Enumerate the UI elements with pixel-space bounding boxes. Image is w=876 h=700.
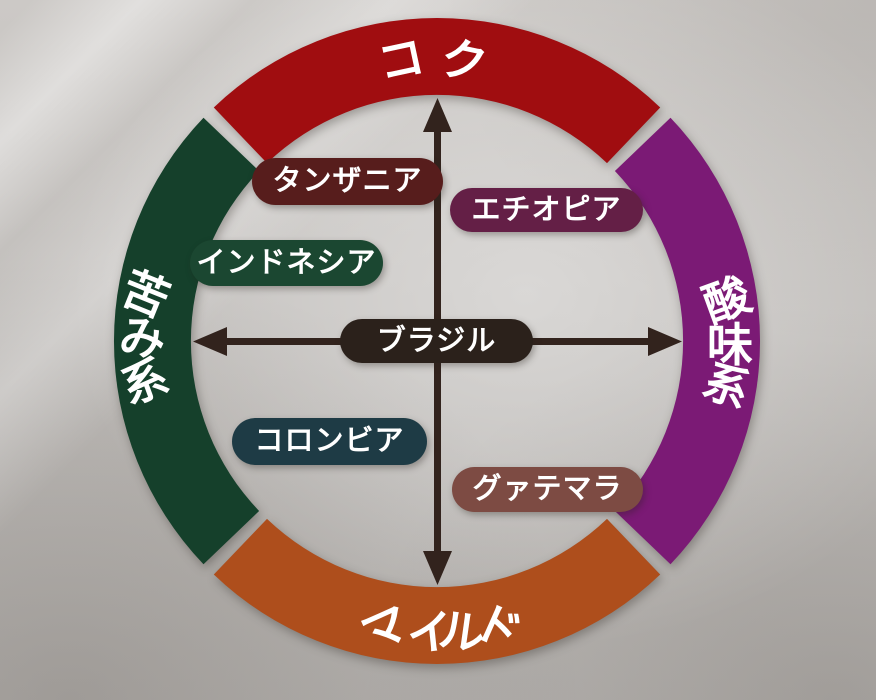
bean-name-guatemala: グァテマラ bbox=[472, 473, 623, 505]
arc-mild-bottom bbox=[213, 518, 661, 665]
arc-left-label-char: み bbox=[118, 311, 166, 365]
arc-bottom-label-char: ル bbox=[436, 603, 489, 661]
down-arrowhead bbox=[423, 551, 452, 585]
bean-pill-colombia: コロンビア bbox=[232, 418, 427, 465]
bean-name-brazil: ブラジル bbox=[376, 324, 497, 357]
arc-top-label-char: ク bbox=[436, 31, 492, 91]
bean-pill-guatemala: グァテマラ bbox=[452, 467, 643, 512]
bean-pill-indonesia: インドネシア bbox=[190, 240, 383, 286]
arc-top-label-char: コ bbox=[373, 30, 429, 90]
ring-arcs bbox=[113, 17, 761, 665]
bean-pill-ethiopia: エチオピア bbox=[450, 188, 643, 232]
arc-bitter-left bbox=[113, 117, 260, 565]
bean-pill-tanzania: タンザニア bbox=[252, 158, 443, 205]
up-arrowhead bbox=[423, 98, 452, 132]
left-arrowhead bbox=[193, 327, 227, 356]
bean-name-indonesia: インドネシア bbox=[196, 246, 377, 279]
bean-pill-brazil: ブラジル bbox=[340, 319, 533, 363]
arc-acid-right bbox=[614, 117, 761, 565]
bean-name-tanzania: タンザニア bbox=[272, 165, 423, 197]
arc-rich-top bbox=[213, 17, 661, 164]
arc-bottom-label-char: イ bbox=[404, 605, 455, 662]
right-arrowhead bbox=[648, 327, 682, 356]
bean-name-colombia: コロンビア bbox=[254, 425, 405, 457]
bean-name-ethiopia: エチオピア bbox=[471, 193, 622, 226]
arc-right-label-char: 味 bbox=[707, 319, 753, 371]
